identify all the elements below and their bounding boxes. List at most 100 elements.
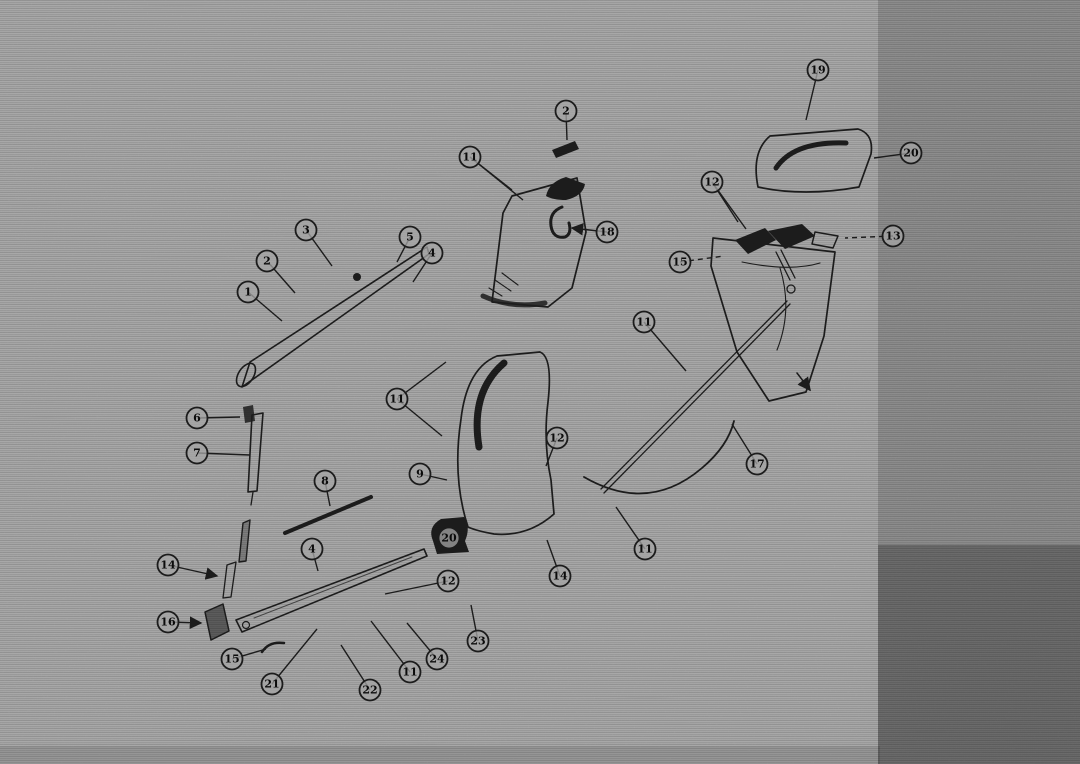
- part-sill-strip: [247, 412, 264, 506]
- callout-number: 23: [470, 635, 485, 648]
- callout-number: 2: [263, 255, 271, 268]
- callout-11: 11: [632, 310, 656, 334]
- callout-circle: [436, 569, 460, 593]
- callout-circle: [156, 610, 180, 634]
- callout-3: 3: [294, 218, 318, 242]
- callout-circle: [437, 526, 461, 550]
- callout-circle: [398, 660, 422, 684]
- callout-11: 11: [633, 537, 657, 561]
- callout-number: 14: [160, 559, 176, 572]
- leader-line: [271, 628, 318, 685]
- callout-circle: [466, 629, 490, 653]
- callout-23: 23: [466, 629, 490, 653]
- callout-circle: [294, 218, 318, 242]
- callout-number: 4: [308, 543, 316, 556]
- callout-20: 20: [437, 526, 461, 550]
- part-latch-mechanism: [735, 224, 839, 294]
- dark-band-right: [878, 0, 1080, 764]
- callout-11: 11: [458, 145, 482, 169]
- callout-number: 22: [362, 684, 377, 697]
- callout-circle: [156, 553, 180, 577]
- callout-circle: [185, 441, 209, 465]
- callout-15: 15: [220, 647, 244, 671]
- callout-circle: [595, 220, 619, 244]
- callout-17: 17: [745, 452, 769, 476]
- callout-circle: [745, 452, 769, 476]
- callout-number: 12: [440, 575, 455, 588]
- callout-circle: [899, 141, 923, 165]
- part-right-door-panel: [710, 237, 836, 402]
- callout-circle: [385, 387, 409, 411]
- leader-line: [844, 235, 894, 239]
- callout-number: 16: [160, 616, 176, 629]
- callout-number: 6: [193, 412, 201, 425]
- callout-number: 11: [637, 543, 652, 556]
- callout-14: 14: [548, 564, 572, 588]
- callout-number: 17: [749, 458, 764, 471]
- callout-circle: [668, 250, 692, 274]
- callout-number: 11: [462, 151, 477, 164]
- callout-circle: [300, 537, 324, 561]
- part-retainer-rod: [600, 300, 791, 494]
- callout-number: 11: [636, 316, 651, 329]
- callout-circle: [458, 145, 482, 169]
- callout-circle: [313, 469, 337, 493]
- callout-number: 4: [428, 247, 436, 260]
- part-top-right-panel: [755, 128, 873, 193]
- part-top-bracket: [546, 177, 585, 239]
- callout-12: 12: [436, 569, 460, 593]
- callout-number: 8: [321, 475, 329, 488]
- callout-9: 9: [408, 462, 432, 486]
- callout-number: 19: [810, 64, 825, 77]
- callout-number: 5: [406, 231, 414, 244]
- part-hatched-wedge: [204, 603, 230, 641]
- callout-circle: [632, 310, 656, 334]
- callout-circle: [881, 224, 905, 248]
- callout-8: 8: [313, 469, 337, 493]
- callout-16: 16: [156, 610, 180, 634]
- callout-14: 14: [156, 553, 180, 577]
- dark-strip-bottom: [0, 746, 880, 764]
- callout-circle: [185, 406, 209, 430]
- callout-circle: [398, 225, 422, 249]
- callout-number: 24: [429, 653, 445, 666]
- callout-circle: [806, 58, 830, 82]
- callout-number: 20: [441, 532, 457, 545]
- callout-number: 21: [264, 678, 279, 691]
- callout-15: 15: [668, 250, 692, 274]
- callout-number: 15: [672, 256, 687, 269]
- callout-13: 13: [881, 224, 905, 248]
- callout-circle: [236, 280, 260, 304]
- callout-circle: [255, 249, 279, 273]
- callout-number: 2: [562, 105, 570, 118]
- callout-2: 2: [255, 249, 279, 273]
- callout-7: 7: [185, 441, 209, 465]
- callout-circle: [545, 426, 569, 450]
- callout-11: 11: [385, 387, 409, 411]
- callout-number: 14: [552, 570, 568, 583]
- callout-circle: [408, 462, 432, 486]
- callout-6: 6: [185, 406, 209, 430]
- callout-circle: [633, 537, 657, 561]
- callout-2: 2: [554, 99, 578, 123]
- callout-number: 11: [389, 393, 404, 406]
- callout-number: 13: [885, 230, 900, 243]
- callout-18: 18: [595, 220, 619, 244]
- callout-number: 9: [416, 468, 424, 481]
- dark-corner-bottom-right: [878, 545, 1080, 764]
- callout-number: 20: [903, 147, 919, 160]
- callout-12: 12: [545, 426, 569, 450]
- callout-5: 5: [398, 225, 422, 249]
- callout-22: 22: [358, 678, 382, 702]
- part-diagonal-pin: [283, 495, 373, 535]
- callout-circle: [700, 170, 724, 194]
- callout-circle: [420, 241, 444, 265]
- callout-number: 15: [224, 653, 239, 666]
- callout-20: 20: [899, 141, 923, 165]
- callout-number: 12: [549, 432, 564, 445]
- callout-4: 4: [300, 537, 324, 561]
- callout-number: 12: [704, 176, 719, 189]
- part-center-top-panel: [480, 177, 587, 308]
